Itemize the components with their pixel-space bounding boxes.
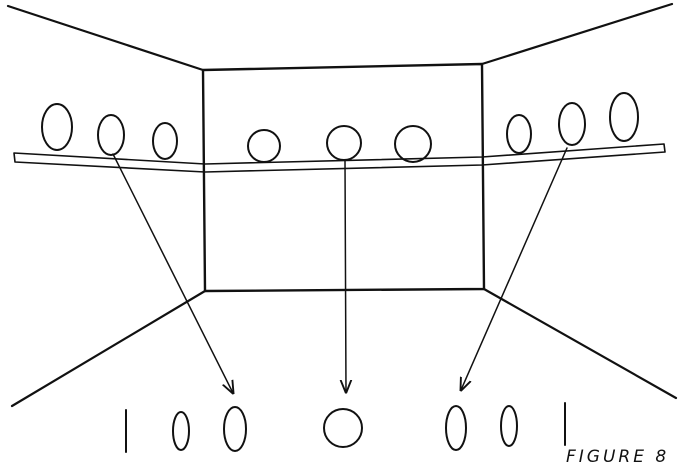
floor-right-edge (482, 287, 678, 400)
ceiling-right-edge (480, 2, 674, 66)
arrow-center (345, 160, 346, 392)
object-left-1 (41, 103, 73, 151)
object-center-1 (247, 129, 281, 163)
object-left-3 (152, 122, 178, 160)
object-right-1 (506, 114, 532, 154)
ceiling-left-edge (6, 4, 205, 72)
bottom-pattern (125, 402, 566, 453)
object-center-3 (394, 125, 432, 163)
oval-mark-3 (445, 405, 467, 451)
object-left-2 (97, 114, 125, 156)
shelf (13, 143, 666, 173)
oval-mark-1 (172, 411, 190, 451)
object-right-2 (558, 102, 586, 146)
object-right-3 (609, 92, 639, 142)
circle-mark-center (323, 408, 363, 448)
oval-mark-2 (223, 406, 247, 452)
object-center-2 (326, 125, 362, 161)
back-wall (201, 62, 486, 293)
figure-caption: FIGURE 8 (566, 447, 670, 467)
arrow-left (112, 153, 233, 393)
room-walls (6, 2, 678, 408)
arrow-right (461, 147, 568, 390)
projection-arrows (112, 147, 568, 393)
shelf-objects (41, 92, 639, 163)
oval-mark-4 (500, 405, 518, 447)
floor-left-edge (10, 289, 207, 408)
